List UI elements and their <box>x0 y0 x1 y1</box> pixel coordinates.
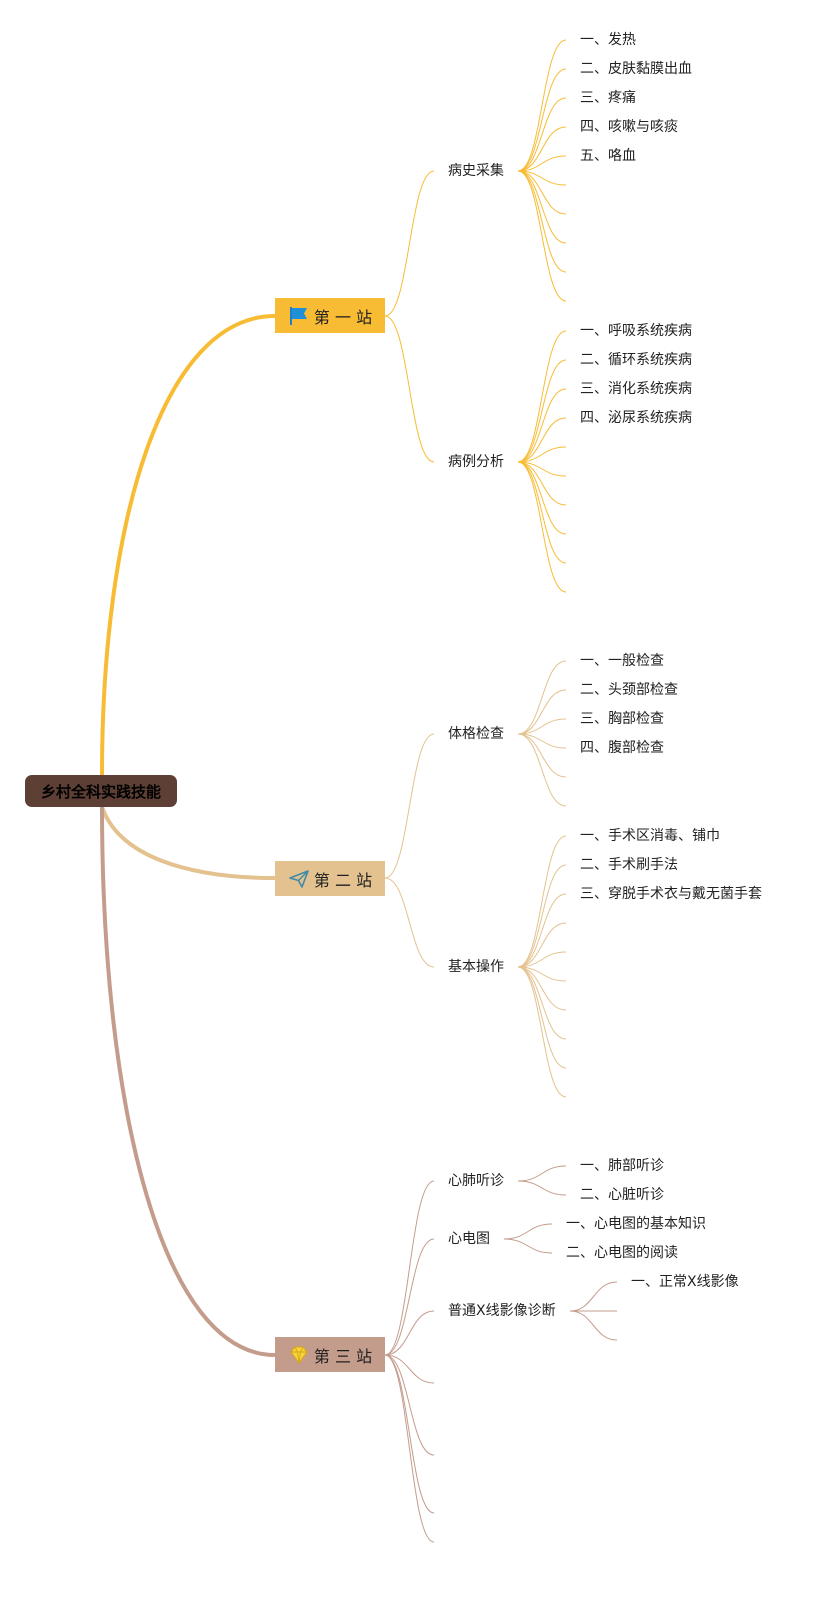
leaf-node[interactable]: 一、肺部听诊 <box>580 1158 664 1174</box>
leaf-node[interactable]: 三、消化系统疾病 <box>580 381 692 397</box>
topic-ecg[interactable]: 心电图 <box>448 1231 490 1247</box>
leaf-node[interactable]: 一、呼吸系统疾病 <box>580 323 692 339</box>
topic-line <box>384 1310 435 1356</box>
leaf-line <box>517 689 567 735</box>
leaf-line <box>517 170 567 273</box>
topic-line <box>384 877 435 968</box>
leaf-node[interactable]: 一、一般检查 <box>580 653 664 669</box>
leaf-node[interactable]: 三、胸部检查 <box>580 711 664 727</box>
leaf-line <box>517 1180 567 1196</box>
topic-line <box>384 733 435 879</box>
topic-line <box>384 1354 435 1543</box>
leaf-node[interactable]: 二、心脏听诊 <box>580 1187 664 1203</box>
leaf-node[interactable]: 一、手术区消毒、铺巾 <box>580 828 720 844</box>
leaf-line <box>517 359 567 463</box>
topic-line <box>384 170 435 317</box>
leaf-line <box>517 155 567 172</box>
topic-line <box>384 1354 435 1456</box>
leaf-line <box>517 966 567 1098</box>
leaf-line <box>517 660 567 735</box>
leaf-line <box>517 330 567 463</box>
topic-line <box>384 1354 435 1514</box>
leaf-node[interactable]: 二、循环系统疾病 <box>580 352 692 368</box>
leaf-line <box>517 718 567 735</box>
topic-line <box>384 1354 435 1384</box>
leaf-line <box>503 1223 553 1240</box>
leaf-line <box>517 1165 567 1182</box>
leaf-line <box>517 97 567 172</box>
leaf-line <box>517 417 567 463</box>
leaf-line <box>517 68 567 172</box>
leaf-line <box>517 893 567 968</box>
station-1-node[interactable]: 第 一 站 <box>275 298 385 333</box>
leaf-line <box>517 170 567 302</box>
branch-line-2 <box>100 806 276 880</box>
leaf-line <box>517 461 567 535</box>
leaf-line <box>517 966 567 1069</box>
leaf-line <box>517 170 567 244</box>
leaf-node[interactable]: 三、疼痛 <box>580 90 636 106</box>
station-1-label: 第 一 站 <box>313 307 373 327</box>
paper-plane-icon <box>288 868 310 890</box>
station-3-label: 第 三 站 <box>313 1346 373 1366</box>
root-node[interactable]: 乡村全科实践技能 <box>25 775 177 807</box>
topic-history-taking[interactable]: 病史采集 <box>448 163 504 179</box>
leaf-line <box>517 446 567 463</box>
leaf-line <box>517 461 567 593</box>
leaf-node[interactable]: 四、腹部检查 <box>580 740 664 756</box>
leaf-line <box>517 39 567 172</box>
leaf-node[interactable]: 一、正常X线影像 <box>631 1274 739 1290</box>
topic-line <box>384 1180 435 1356</box>
leaf-line <box>517 461 567 564</box>
leaf-line <box>517 388 567 463</box>
topic-line <box>384 315 435 463</box>
topic-line <box>384 1238 435 1356</box>
root-label: 乡村全科实践技能 <box>40 782 161 801</box>
leaf-line <box>569 1310 618 1341</box>
leaf-line <box>503 1238 553 1254</box>
diamond-icon <box>288 1344 310 1366</box>
leaf-node[interactable]: 三、穿脱手术衣与戴无菌手套 <box>580 886 762 902</box>
leaf-line <box>517 126 567 172</box>
leaf-line <box>517 733 567 807</box>
leaf-line <box>517 733 567 778</box>
station-2-label: 第 二 站 <box>313 870 373 890</box>
leaf-node[interactable]: 五、咯血 <box>580 148 636 164</box>
station-3-node[interactable]: 第 三 站 <box>275 1337 385 1372</box>
topic-auscultation[interactable]: 心肺听诊 <box>448 1173 504 1189</box>
leaf-line <box>517 922 567 968</box>
leaf-node[interactable]: 二、头颈部检查 <box>580 682 678 698</box>
topic-xray-diagnosis[interactable]: 普通X线影像诊断 <box>448 1303 556 1319</box>
leaf-line <box>517 951 567 968</box>
leaf-line <box>517 864 567 968</box>
branch-line-1 <box>100 314 276 776</box>
flag-icon <box>288 305 310 327</box>
topic-basic-operation[interactable]: 基本操作 <box>448 959 504 975</box>
leaf-line <box>517 461 567 506</box>
station-2-node[interactable]: 第 二 站 <box>275 861 385 896</box>
topic-case-analysis[interactable]: 病例分析 <box>448 454 504 470</box>
leaf-node[interactable]: 四、泌尿系统疾病 <box>580 410 692 426</box>
leaf-node[interactable]: 二、手术刷手法 <box>580 857 678 873</box>
leaf-line <box>517 835 567 968</box>
topic-physical-exam[interactable]: 体格检查 <box>448 726 504 742</box>
leaf-line <box>517 966 567 1040</box>
leaf-line <box>569 1281 618 1312</box>
leaf-node[interactable]: 二、皮肤黏膜出血 <box>580 61 692 77</box>
leaf-node[interactable]: 四、咳嗽与咳痰 <box>580 119 678 135</box>
branch-line-3 <box>100 806 276 1357</box>
leaf-node[interactable]: 二、心电图的阅读 <box>566 1245 678 1261</box>
leaf-node[interactable]: 一、心电图的基本知识 <box>566 1216 706 1232</box>
leaf-line <box>517 170 567 215</box>
leaf-node[interactable]: 一、发热 <box>580 32 636 48</box>
leaf-line <box>517 966 567 1011</box>
